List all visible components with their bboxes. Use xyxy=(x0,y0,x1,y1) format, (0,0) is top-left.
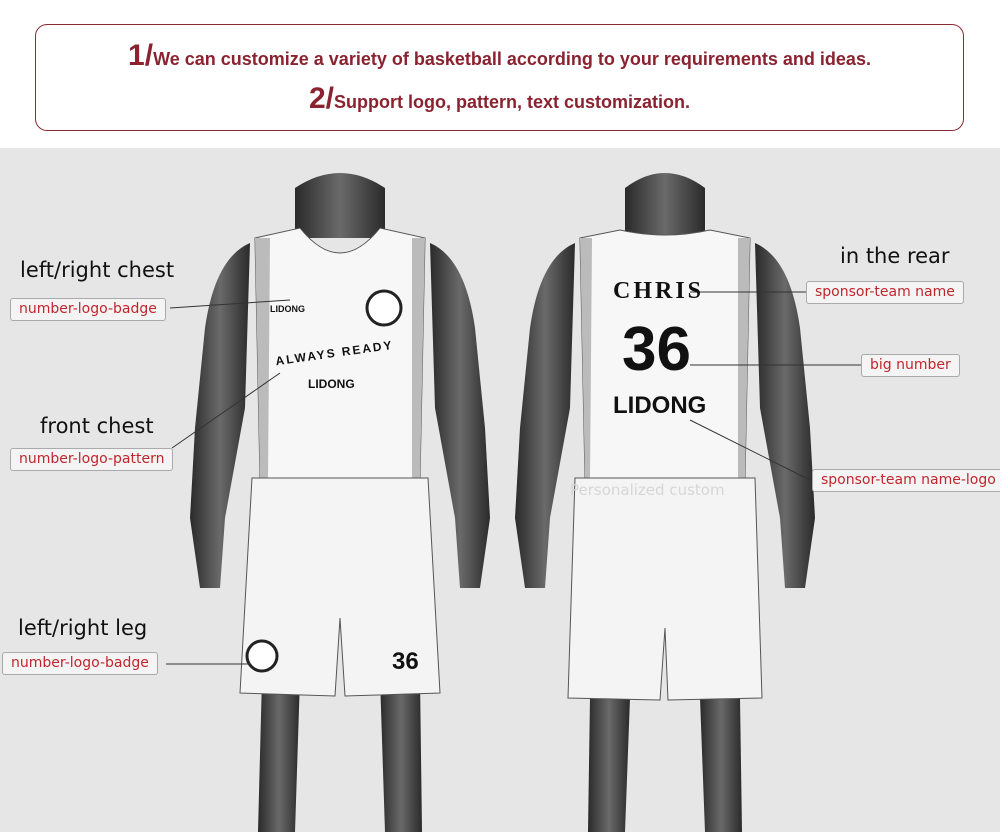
line-number: 2/ xyxy=(308,82,334,115)
chest-text: LIDONG xyxy=(308,377,355,391)
front-mannequin xyxy=(190,173,490,832)
shorts-number: 36 xyxy=(392,648,419,675)
leg-tag: number-logo-badge xyxy=(2,652,158,675)
mannequin-illustration xyxy=(166,173,861,832)
line-text: We can customize a variety of basketball… xyxy=(153,49,871,69)
rear-tag: sponsor-team name xyxy=(806,281,964,304)
back-mannequin xyxy=(515,173,815,832)
product-stage: left/right chest number-logo-badge front… xyxy=(0,148,1000,832)
info-banner: 1/We can customize a variety of basketba… xyxy=(35,24,964,131)
player-number: 36 xyxy=(622,315,691,384)
front-chest-caption: front chest xyxy=(40,414,154,438)
chest-tag: number-logo-badge xyxy=(10,298,166,321)
line-text: Support logo, pattern, text customizatio… xyxy=(334,92,691,112)
player-name: CHRIS xyxy=(613,278,705,304)
banner-line-2: 2/Support logo, pattern, text customizat… xyxy=(36,82,963,116)
leg-caption: left/right leg xyxy=(18,616,148,640)
rear-caption: in the rear xyxy=(840,244,950,268)
logo-tag: sponsor-team name-logo xyxy=(812,469,1000,492)
team-name: LIDONG xyxy=(613,392,707,419)
brand-logo: LIDONG xyxy=(270,304,305,314)
big-number-tag: big number xyxy=(861,354,960,377)
chest-caption: left/right chest xyxy=(20,258,175,282)
line-number: 1/ xyxy=(128,39,154,72)
banner-line-1: 1/We can customize a variety of basketba… xyxy=(36,39,963,73)
front-chest-tag: number-logo-pattern xyxy=(10,448,174,471)
callout-lines xyxy=(166,291,861,665)
watermark: Personalized custom xyxy=(570,481,725,499)
